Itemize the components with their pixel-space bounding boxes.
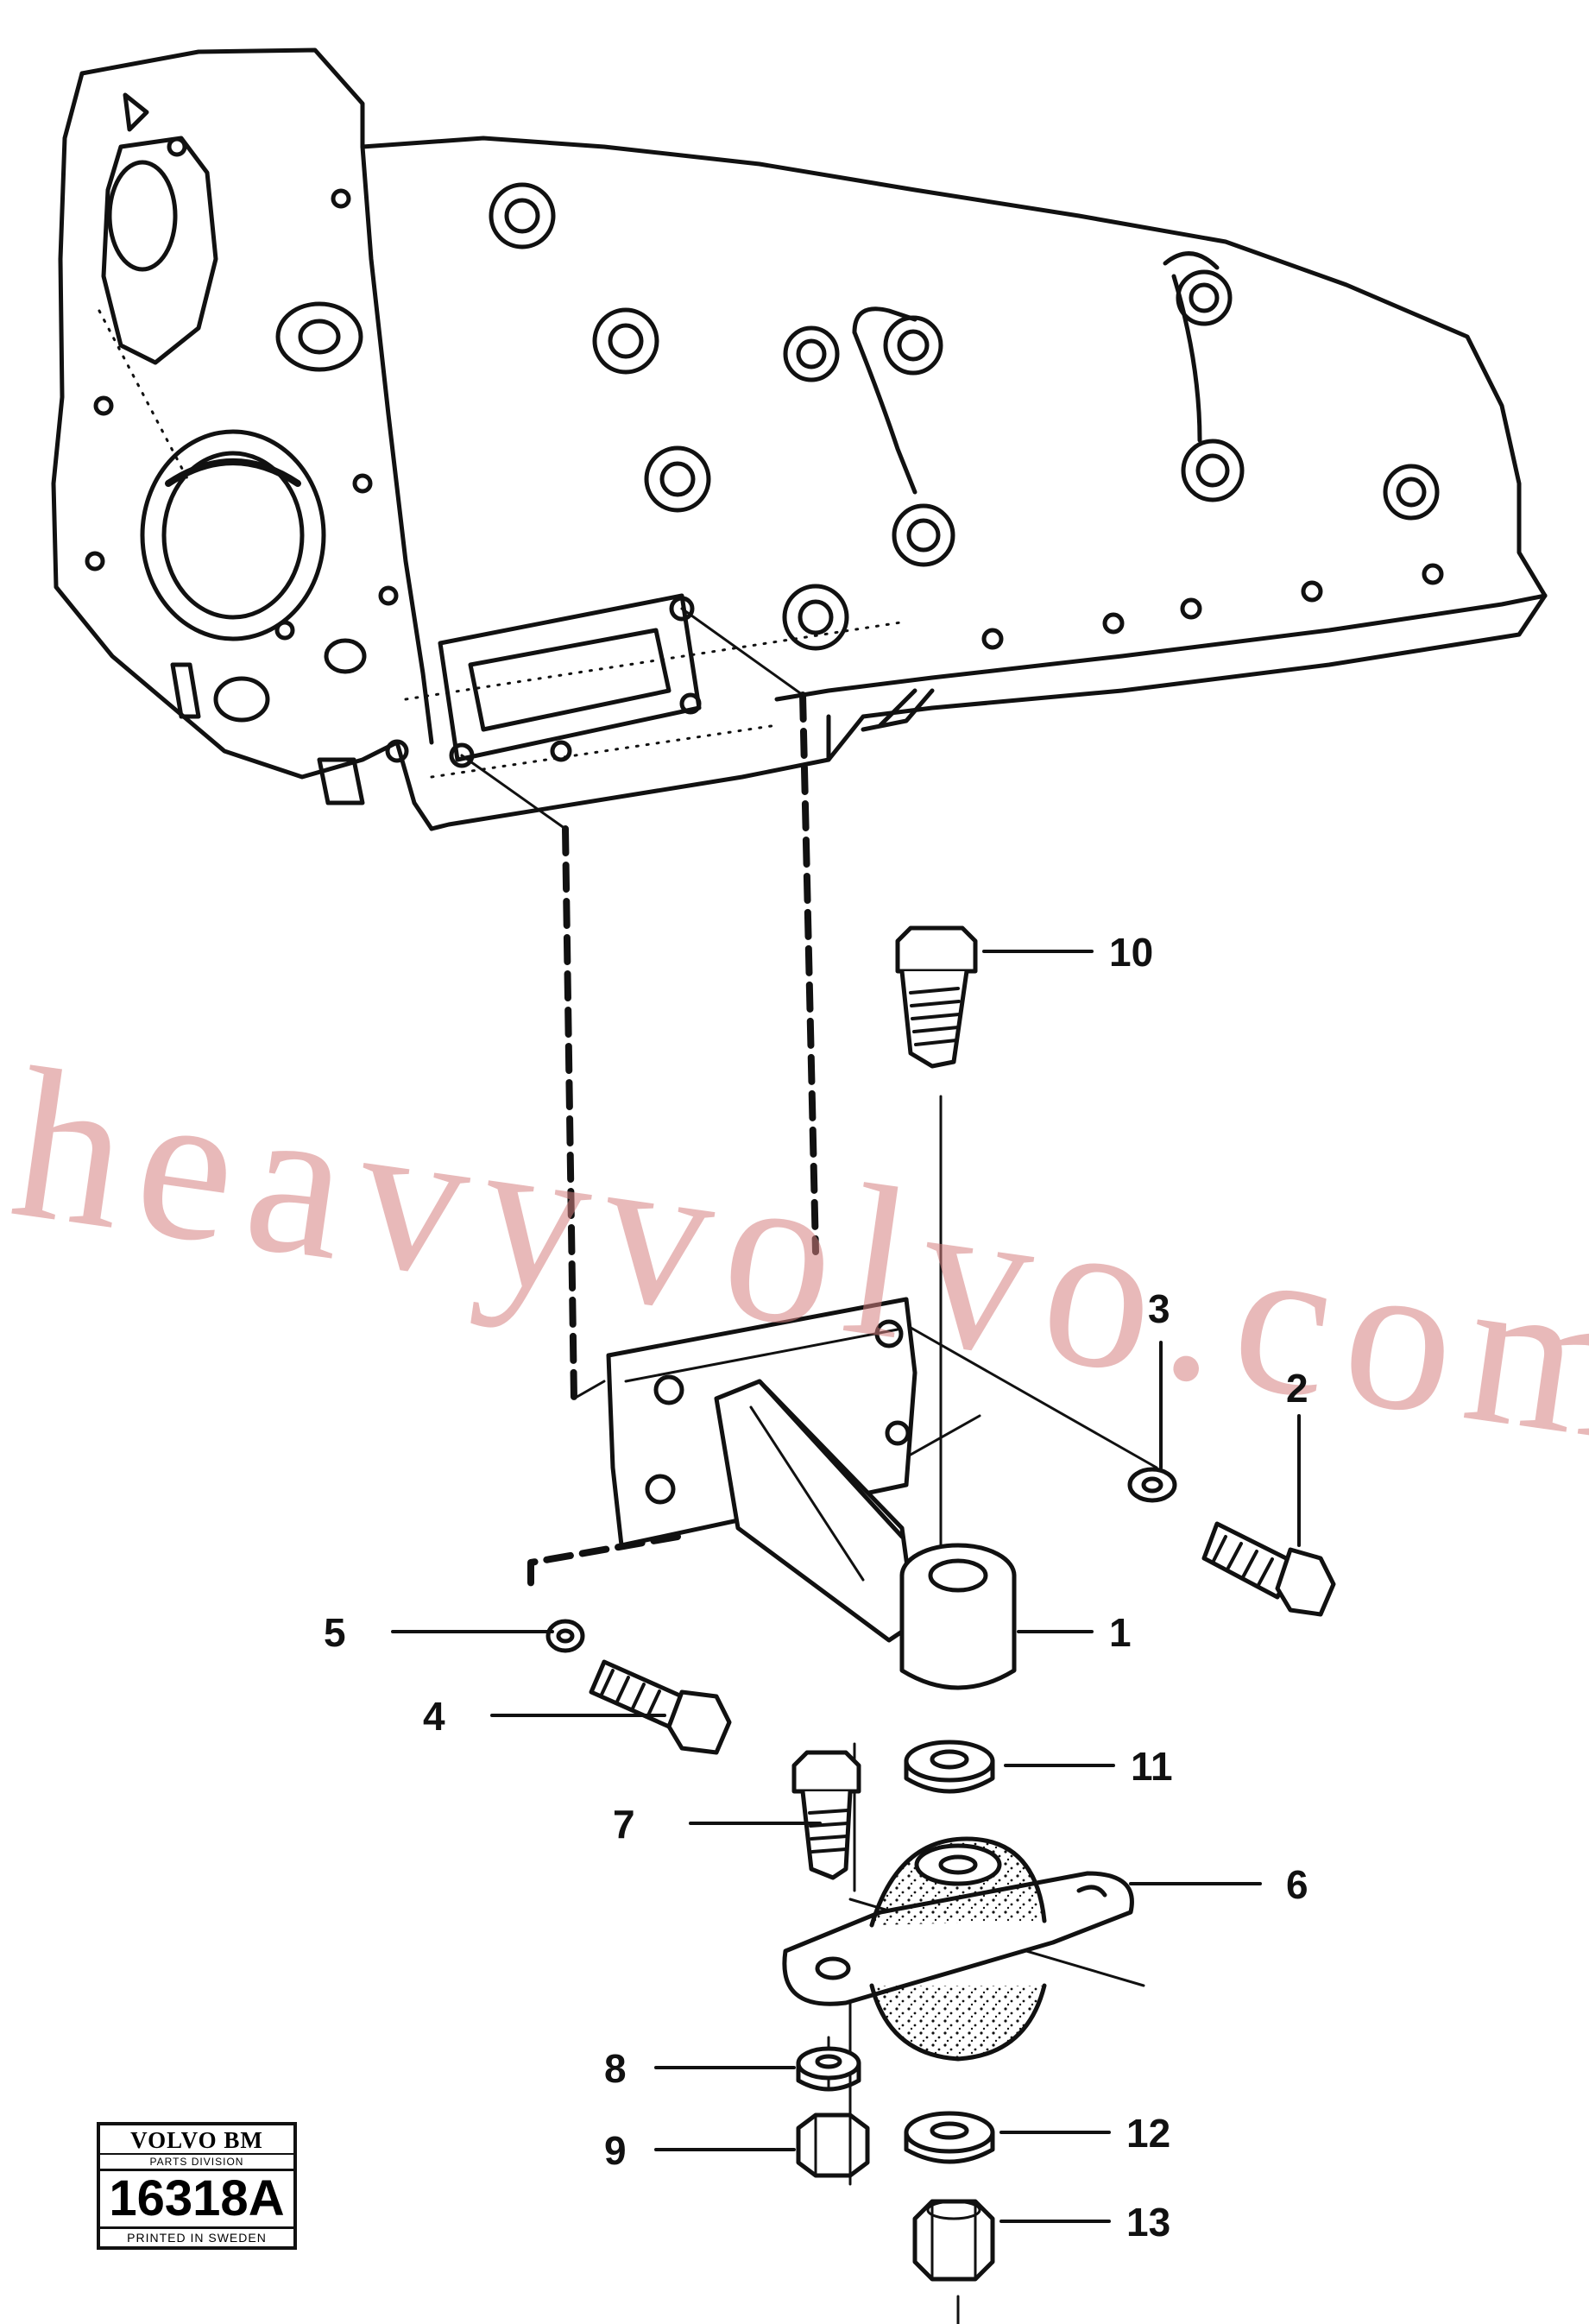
callout-label-6: 6	[1286, 1862, 1308, 1907]
callout-label-3: 3	[1148, 1286, 1170, 1331]
callout-label-11: 11	[1131, 1744, 1173, 1789]
rubber-mount-part-6	[782, 1836, 1134, 2062]
badge-printed: PRINTED IN SWEDEN	[127, 2231, 267, 2245]
callout-label-10: 10	[1109, 930, 1154, 975]
washer-part-12	[904, 2111, 995, 2164]
washer-part-5	[545, 1619, 585, 1653]
callout-label-8: 8	[604, 2046, 627, 2091]
callout-label-9: 9	[604, 2128, 627, 2173]
bolt-part-4	[589, 1659, 732, 1755]
badge-division: PARTS DIVISION	[100, 2155, 293, 2171]
callout-label-7: 7	[613, 1802, 635, 1847]
nut-part-13	[912, 2199, 995, 2282]
callout-pointers	[391, 950, 1301, 2223]
bolt-part-10	[895, 925, 978, 1069]
callout-label-1: 1	[1109, 1610, 1132, 1655]
washer-part-3	[1127, 1467, 1177, 1503]
bracket-part-1	[606, 1297, 1017, 1690]
washer-part-8	[796, 2046, 861, 2092]
washer-part-11	[904, 1740, 995, 1794]
callout-label-4: 4	[423, 1694, 445, 1739]
callout-label-13: 13	[1126, 2200, 1171, 2245]
badge-brand: VOLVO BM	[100, 2125, 293, 2155]
volvo-parts-badge: VOLVO BM PARTS DIVISION 16318A PRINTED I…	[97, 2122, 297, 2250]
engine-block	[51, 47, 1548, 831]
callout-label-12: 12	[1126, 2111, 1171, 2156]
callout-label-2: 2	[1286, 1366, 1308, 1411]
bolt-part-7	[791, 1750, 861, 1880]
callout-label-5: 5	[324, 1610, 346, 1655]
bolt-part-2	[1201, 1521, 1336, 1617]
badge-drawing-number: 16318A	[100, 2171, 293, 2229]
nut-part-9	[796, 2112, 870, 2178]
